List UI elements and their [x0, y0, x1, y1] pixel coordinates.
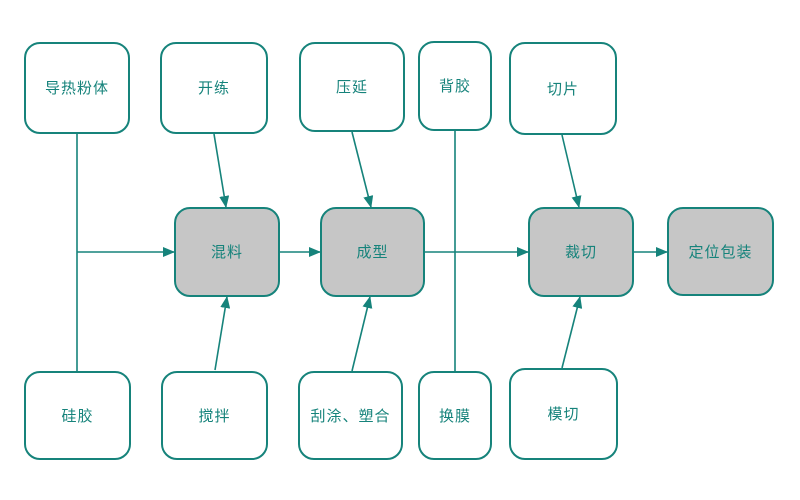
node-label-slicing: 切片 [546, 79, 579, 98]
node-positioning-packaging: 定位包装 [667, 207, 774, 296]
node-film-change: 换膜 [418, 371, 492, 460]
node-label-film-change: 换膜 [438, 406, 471, 425]
edge-die-cutting-to-cutting [561, 296, 583, 369]
node-thermal-powder: 导热粉体 [24, 42, 130, 134]
node-silicone: 硅胶 [24, 371, 131, 460]
node-die-cutting: 模切 [509, 368, 618, 460]
node-label-forming: 成型 [356, 243, 389, 261]
node-label-die-cutting: 模切 [547, 405, 580, 423]
node-backing-adhesive: 背胶 [418, 41, 492, 131]
node-label-cutting: 裁切 [564, 243, 597, 261]
node-forming: 成型 [320, 207, 425, 297]
edge-open-milling-to-mixing [213, 133, 230, 208]
node-stirring: 搅拌 [161, 371, 268, 460]
node-label-calendering: 压延 [335, 78, 368, 96]
node-label-backing-adhesive: 背胶 [438, 77, 471, 95]
edges-group [76, 131, 668, 372]
node-label-open-milling: 开练 [197, 79, 230, 97]
node-label-positioning-packaging: 定位包装 [688, 242, 753, 261]
node-label-blade-coating-molding: 刮涂、塑合 [310, 406, 391, 425]
node-label-silicone: 硅胶 [61, 406, 94, 425]
node-open-milling: 开练 [160, 42, 268, 134]
node-label-thermal-powder: 导热粉体 [44, 79, 109, 97]
node-calendering: 压延 [299, 42, 405, 132]
edge-stirring-to-mixing [214, 296, 231, 371]
edge-slicing-to-cutting [561, 134, 582, 208]
node-slicing: 切片 [509, 42, 617, 135]
edge-calendering-to-forming [351, 131, 374, 208]
edge-blade-coating-to-forming [351, 296, 373, 372]
node-blade-coating-molding: 刮涂、塑合 [298, 371, 403, 460]
node-label-stirring: 搅拌 [198, 406, 231, 425]
node-label-mixing: 混料 [210, 243, 243, 261]
node-cutting: 裁切 [528, 207, 634, 297]
node-mixing: 混料 [174, 207, 280, 297]
